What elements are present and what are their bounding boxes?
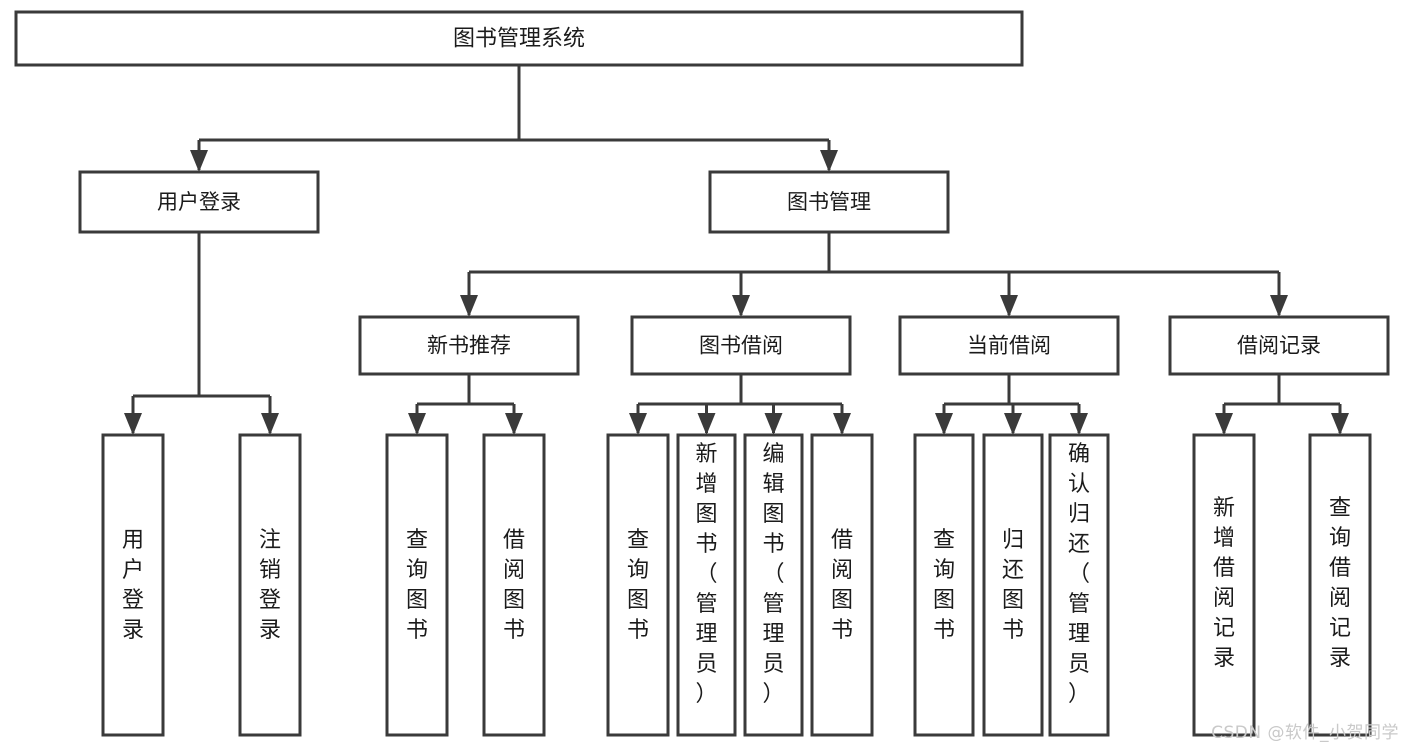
node-book-manage[interactable]: 图书管理: [708, 170, 950, 234]
arrow-head: [1331, 413, 1349, 435]
node-label: 查询图书: [627, 528, 649, 643]
node-label: 确认归还（管理员）: [1068, 442, 1090, 707]
node-box: [78, 170, 320, 234]
node-leaf-borrow-book-2[interactable]: 借阅图书: [810, 433, 874, 737]
node-label: 图书管理: [787, 190, 871, 214]
arrow-head: [190, 150, 208, 172]
arrow-head: [408, 413, 426, 435]
node-leaf-user-login[interactable]: 用户登录: [101, 433, 165, 737]
arrow-head: [1070, 413, 1088, 435]
arrow-head: [697, 413, 716, 435]
arrow-head: [261, 413, 279, 435]
node-leaf-query-book-3[interactable]: 查询图书: [913, 433, 975, 737]
arrow-head: [833, 413, 851, 435]
node-leaf-confirm-return[interactable]: 确认归还（管理员）: [1048, 433, 1110, 737]
node-label: 查询图书: [933, 528, 955, 643]
node-box: [1308, 433, 1372, 737]
node-label: 编辑图书（管理员）: [762, 442, 784, 707]
node-box: [385, 433, 449, 737]
node-label: 归还图书: [1002, 528, 1024, 643]
node-label: 图书借阅: [699, 334, 783, 358]
node-leaf-query-book-2[interactable]: 查询图书: [606, 433, 670, 737]
node-label: 图书管理系统: [453, 27, 585, 52]
node-borrow-record[interactable]: 借阅记录: [1168, 315, 1390, 376]
arrow-head: [460, 295, 478, 317]
node-box: [482, 433, 546, 737]
node-leaf-add-record[interactable]: 新增借阅记录: [1192, 433, 1256, 737]
node-box: [238, 433, 302, 737]
node-label: 查询图书: [406, 528, 428, 643]
node-label: 注销登录: [259, 528, 281, 643]
node-current-borrow[interactable]: 当前借阅: [898, 315, 1120, 376]
node-box: [1168, 315, 1390, 376]
arrow-head: [505, 413, 523, 435]
arrow-head: [1004, 413, 1022, 435]
node-box: [708, 170, 950, 234]
node-box: [1192, 433, 1256, 737]
node-label: 查询借阅记录: [1329, 496, 1351, 671]
connector-layer: [124, 65, 1349, 435]
node-book-borrow[interactable]: 图书借阅: [630, 315, 852, 376]
node-label: 借阅图书: [503, 528, 525, 643]
node-box: [743, 433, 804, 737]
arrow-head: [124, 413, 142, 435]
arrow-head: [732, 295, 750, 317]
node-leaf-query-book-1[interactable]: 查询图书: [385, 433, 449, 737]
node-new-book-rec[interactable]: 新书推荐: [358, 315, 580, 376]
node-leaf-logout[interactable]: 注销登录: [238, 433, 302, 737]
arrow-head: [1270, 295, 1288, 317]
watermark-label: CSDN @软件_小贺同学: [1211, 723, 1399, 743]
node-layer: 图书管理系统用户登录图书管理新书推荐图书借阅当前借阅借阅记录用户登录注销登录查询…: [14, 10, 1390, 737]
arrow-head: [1215, 413, 1233, 435]
arrow-head: [935, 413, 953, 435]
node-user-login[interactable]: 用户登录: [78, 170, 320, 234]
node-box: [101, 433, 165, 737]
node-label: 借阅图书: [831, 528, 853, 643]
node-box: [913, 433, 975, 737]
node-box: [982, 433, 1044, 737]
node-leaf-return-book[interactable]: 归还图书: [982, 433, 1044, 737]
node-box: [676, 433, 737, 737]
node-label: 用户登录: [157, 190, 241, 214]
node-box: [14, 10, 1024, 67]
node-label: 用户登录: [122, 528, 144, 643]
node-label: 新书推荐: [427, 334, 511, 358]
arrow-head: [629, 413, 647, 435]
node-box: [606, 433, 670, 737]
node-box: [358, 315, 580, 376]
node-label: 借阅记录: [1237, 334, 1321, 358]
node-leaf-query-record[interactable]: 查询借阅记录: [1308, 433, 1372, 737]
node-label: 新增借阅记录: [1213, 496, 1235, 671]
arrow-head: [764, 413, 783, 435]
node-root-book-management-system[interactable]: 图书管理系统: [14, 10, 1024, 67]
node-leaf-add-book[interactable]: 新增图书（管理员）: [676, 433, 737, 737]
node-box: [1048, 433, 1110, 737]
node-label: 当前借阅: [967, 334, 1051, 358]
arrow-head: [1000, 295, 1018, 317]
arrow-head: [820, 150, 838, 172]
node-box: [810, 433, 874, 737]
node-leaf-borrow-book-1[interactable]: 借阅图书: [482, 433, 546, 737]
node-label: 新增图书（管理员）: [695, 442, 717, 707]
node-box: [630, 315, 852, 376]
node-leaf-edit-book[interactable]: 编辑图书（管理员）: [743, 433, 804, 737]
node-box: [898, 315, 1120, 376]
